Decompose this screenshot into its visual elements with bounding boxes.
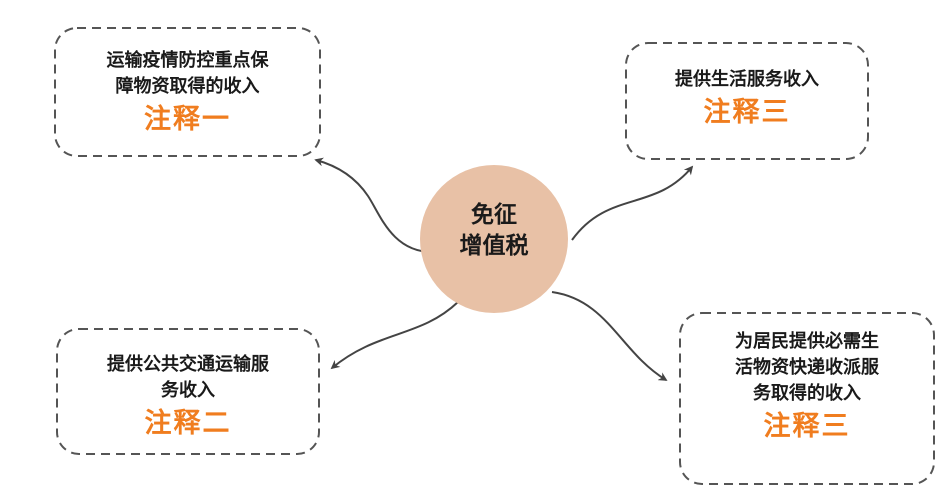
box-note: 注释三 bbox=[703, 97, 791, 128]
box-note: 注释二 bbox=[144, 408, 232, 439]
box-description-line-2: 务收入 bbox=[161, 380, 215, 401]
arrow-to-top-right bbox=[571, 165, 694, 241]
box-note: 注释三 bbox=[763, 411, 851, 442]
income-box-express-delivery: 为居民提供必需生 活物资快递收派服 务取得的收入 注释三 bbox=[680, 329, 934, 445]
arrow-to-top-left bbox=[314, 157, 433, 253]
income-box-transport-epidemic: 运输疫情防控重点保 障物资取得的收入 注释一 bbox=[55, 48, 320, 138]
center-label: 免征 增值税 bbox=[420, 200, 568, 262]
center-label-line-2: 增值税 bbox=[459, 233, 529, 259]
box-border-bottom-left bbox=[56, 328, 320, 455]
box-border-top-left bbox=[54, 27, 321, 157]
box-note: 注释一 bbox=[144, 104, 231, 135]
income-box-public-transport: 提供公共交通运输服 务收入 注释二 bbox=[57, 352, 319, 442]
box-description-line-1: 为居民提供必需生 bbox=[735, 331, 879, 352]
arrow-to-bottom-left bbox=[330, 301, 459, 370]
box-border-bottom-right bbox=[679, 312, 935, 485]
center-circle bbox=[420, 165, 568, 313]
box-border-top-right bbox=[625, 42, 869, 160]
box-description-line-1: 提供公共交通运输服 bbox=[107, 354, 269, 375]
center-label-line-1: 免征 bbox=[471, 202, 517, 228]
box-description-line-1: 提供生活服务收入 bbox=[675, 69, 819, 90]
box-description-line-1: 运输疫情防控重点保 bbox=[106, 50, 269, 71]
box-description-line-3: 务取得的收入 bbox=[753, 383, 861, 404]
income-box-living-services: 提供生活服务收入 注释三 bbox=[626, 67, 868, 131]
box-description-line-2: 活物资快递收派服 bbox=[735, 357, 879, 378]
box-description-line-2: 障物资取得的收入 bbox=[115, 76, 260, 97]
arrow-to-bottom-right bbox=[551, 291, 668, 381]
